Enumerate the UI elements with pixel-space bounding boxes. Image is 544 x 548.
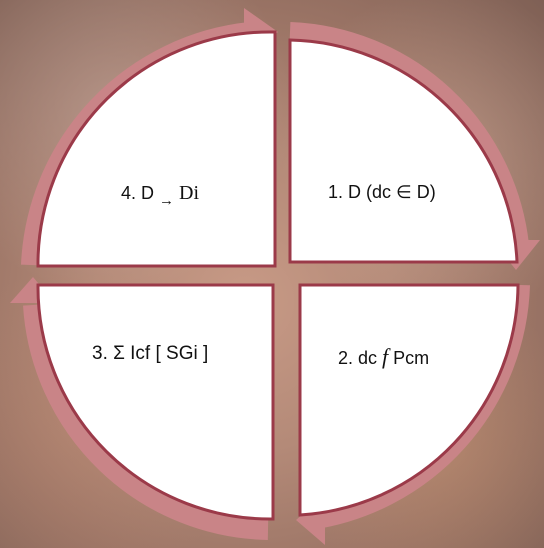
quadrant-2-label: 2. dc f Pcm [338, 344, 430, 369]
quadrant-1-label: 1. D (dc ∈ D) [328, 182, 436, 202]
quadrant-3-label: 3. Σ Icf [ SGi ] [92, 343, 209, 364]
arrow-bottom-left [23, 304, 269, 540]
quadrant-4-label: 4. D → Di [121, 182, 200, 209]
quadrant-1 [288, 38, 519, 264]
quadrant-3 [36, 283, 275, 521]
quadrant-4 [36, 30, 277, 268]
arrow-top-right [289, 22, 529, 247]
quadrant-2 [298, 283, 520, 517]
